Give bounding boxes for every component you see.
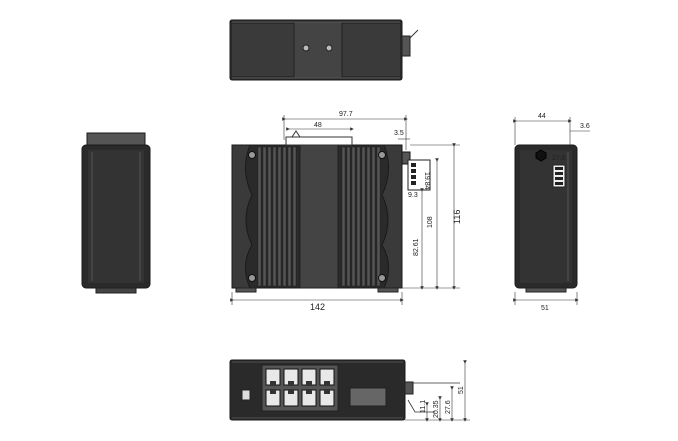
dimension-lines [230,115,590,422]
front-view-left-flange [231,144,253,289]
heatsink-fin [351,146,356,287]
top-view-right-block [342,24,400,76]
heatsink-fin [272,146,277,287]
rj45-latch [324,381,330,385]
front-view-terminal [401,151,411,165]
rj45-latch [306,390,312,394]
rj45-latch [270,381,276,385]
bottom-view-label-plate [349,387,387,407]
heatsink-fin [341,146,346,287]
heatsink-fin [287,146,292,287]
dimension-labels: 97.7 48 3.5 19.84 9.3 108 82.61 116 142 … [310,111,590,418]
front-view-screw-tl [248,151,256,159]
dim-20-35: 20.35 [433,400,440,418]
top-view [229,19,419,81]
front-view-screw-bl [248,274,256,282]
top-view-din-rail-clip [293,21,343,79]
dim-3-5: 3.5 [394,130,404,137]
front-view-din-rail [285,136,353,146]
heatsink-fin [366,146,371,287]
dim-116: 116 [452,210,462,224]
heatsink-fin [371,146,376,287]
rj45-latch [306,381,312,385]
dim-51-side: 51 [541,305,549,312]
dim-108: 108 [427,216,434,228]
heatsink-fin [292,146,297,287]
dim-19-84: 19.84 [423,172,430,190]
heatsink-fin [267,146,272,287]
left-view-top-cap [86,132,146,146]
rj45-latch [270,390,276,394]
top-view-screw-right [325,44,333,52]
dim-142: 142 [310,302,325,312]
bottom-view-terminal [404,381,414,395]
dim-44: 44 [538,113,546,120]
top-view-cable [409,29,419,39]
ground-screw-icon [535,149,547,162]
dip-switch [241,389,251,401]
dim-9-3: 9.3 [408,192,418,199]
top-view-terminal [401,35,411,57]
heatsink-fin [346,146,351,287]
front-view [231,130,431,293]
dim-27-6-bottom: 27.6 [445,400,452,414]
front-view-heatsink-fins [257,146,381,287]
dim-82-61: 82.61 [413,238,420,256]
dim-51-bottom: 51 [458,386,465,394]
dim-3-6: 3.6 [580,123,590,130]
top-view-left-block [232,24,294,76]
right-view-terminal-block [552,164,566,188]
left-view-panel [88,150,144,283]
right-side-view [514,144,578,293]
right-view-terminal-pins [555,167,563,185]
front-view-screw-br [378,274,386,282]
heatsink-fin [262,146,267,287]
dim-97-7: 97.7 [339,111,353,118]
rj45-latch [288,390,294,394]
front-view-right-flange [381,144,403,289]
heatsink-fin [376,146,381,287]
heatsink-fin [257,146,262,287]
heatsink-fin [277,146,282,287]
rj45-ports [265,368,335,407]
front-view-screw-tr [378,151,386,159]
left-view-foot [95,287,137,294]
top-view-screw-left [302,44,310,52]
heatsink-fin [282,146,287,287]
front-view-center-plate [299,144,339,289]
heatsink-fin [356,146,361,287]
bottom-view [229,359,460,421]
dim-48: 48 [314,122,322,129]
dim-27-6-side: 27.6 [552,155,566,162]
rj45-latch [288,381,294,385]
dim-11-1: 11.1 [420,400,427,413]
terminal-pins [411,163,416,185]
left-side-view [81,132,151,294]
rj45-latch [324,390,330,394]
heatsink-fin [361,146,366,287]
